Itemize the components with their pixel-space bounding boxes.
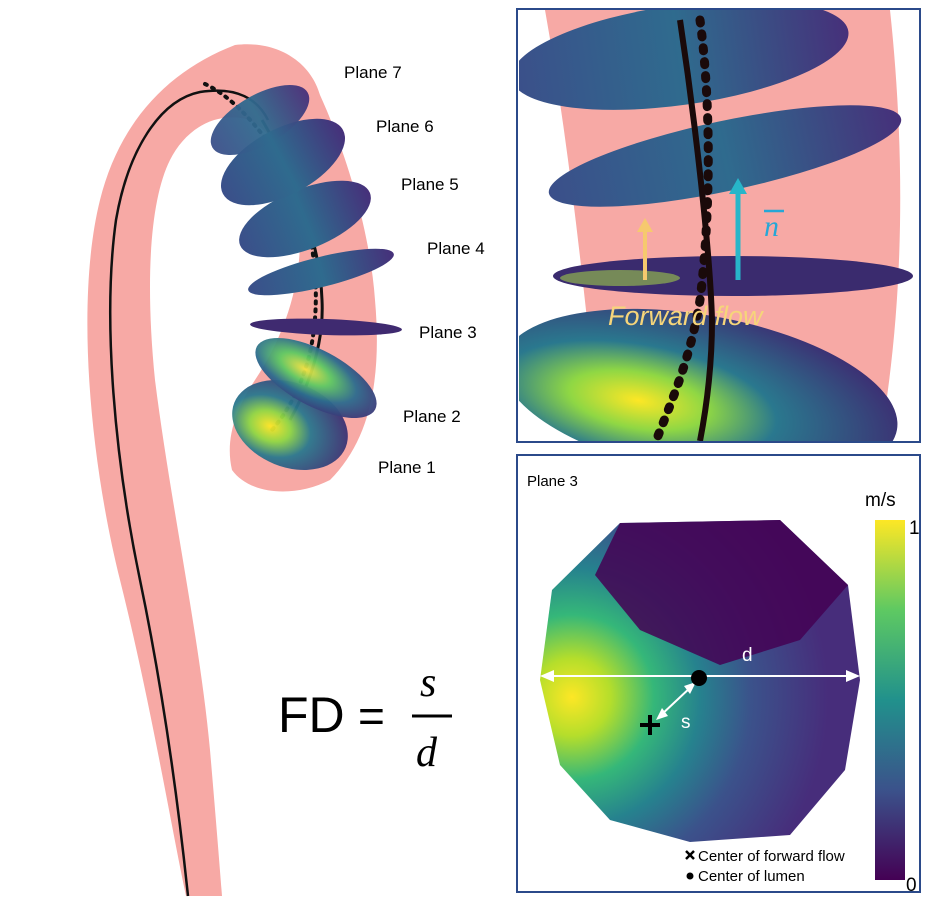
lumen-center-marker [691,670,707,686]
colorbar [875,520,905,880]
legend-forward-flow-center: Center of forward flow [698,848,845,865]
colorbar-unit: m/s [865,490,896,511]
plane-4-label: Plane 4 [427,239,485,258]
zoom-panel: n Forward flow [489,0,920,509]
plane-7-label: Plane 7 [344,63,402,82]
colorbar-min-label: 0 [906,875,917,896]
fd-formula: FD = s d [278,660,452,776]
plane-3-disk [250,316,402,337]
offset-label: s [681,712,691,733]
plane3-panel: Plane 3 d s m/s 1 0 Center of forward fl… [517,455,920,896]
distance-label: d [742,645,753,666]
plane-6-label: Plane 6 [376,117,434,136]
plane-1-label: Plane 1 [378,458,436,477]
legend-lumen-center: Center of lumen [698,868,805,885]
plane-3-label: Plane 3 [419,323,477,342]
plane-5-label: Plane 5 [401,175,459,194]
formula-numerator: s [420,660,436,706]
colorbar-max-label: 1 [909,518,920,539]
formula-lhs: FD [278,687,345,743]
normal-label: n [764,210,779,243]
zoom-plane-3-highlight [560,270,680,286]
formula-equals: = [358,690,385,742]
dot-icon [687,873,694,880]
formula-denominator: d [416,730,438,776]
plane-2-label: Plane 2 [403,407,461,426]
plane3-title: Plane 3 [527,473,578,490]
forward-flow-label: Forward flow [608,301,764,331]
